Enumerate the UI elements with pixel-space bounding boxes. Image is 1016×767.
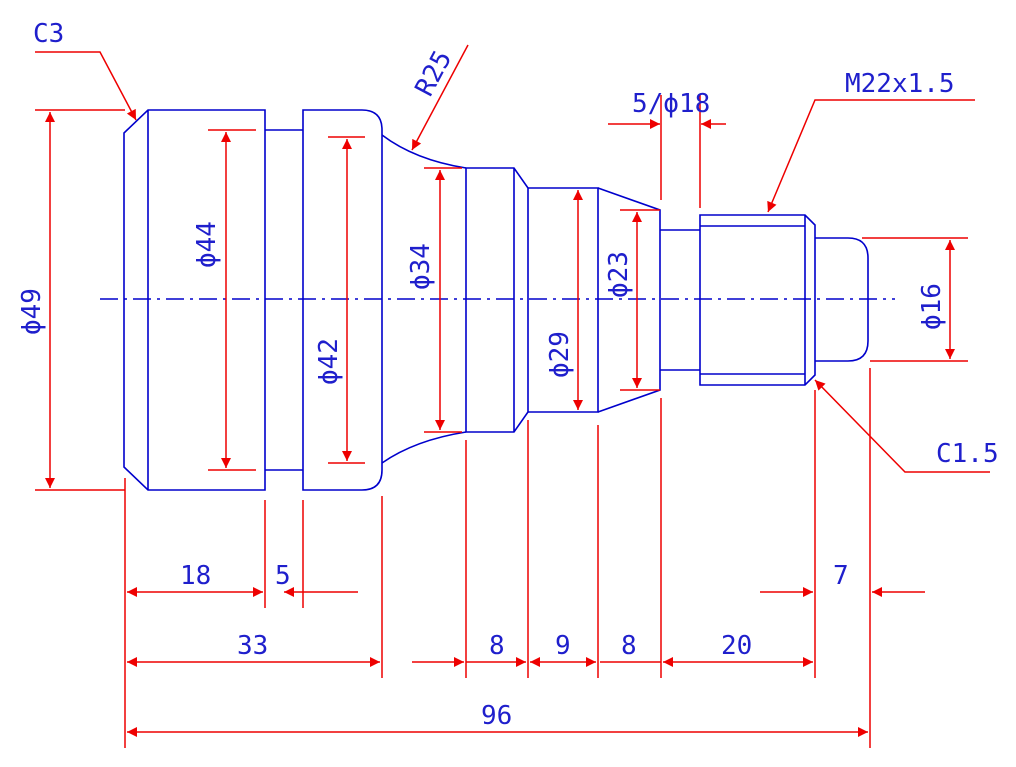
length-label-9: 9 xyxy=(555,631,571,661)
diameter-label-23: ϕ23 xyxy=(604,251,634,298)
chamfer-label-c3: C3 xyxy=(33,19,64,49)
length-label-7: 7 xyxy=(833,561,849,591)
section-dia-42 xyxy=(302,109,383,491)
section-dia-49 xyxy=(123,109,266,491)
groove-5 xyxy=(265,129,303,471)
length-label-96: 96 xyxy=(481,701,512,731)
diameter-label-44: ϕ44 xyxy=(192,221,222,268)
diameter-label-16: ϕ16 xyxy=(917,283,947,330)
section-dia-29 xyxy=(528,187,599,413)
radius-arc xyxy=(381,134,467,464)
thread-label: M22x1.5 xyxy=(845,69,955,99)
taper-section xyxy=(597,187,661,413)
radius-label: R25 xyxy=(410,46,459,102)
length-label-20: 20 xyxy=(721,631,752,661)
length-label-5: 5 xyxy=(275,561,291,591)
diameter-label-42: ϕ42 xyxy=(314,338,344,385)
diameter-label-34: ϕ34 xyxy=(406,243,436,290)
length-label-8a: 8 xyxy=(489,631,505,661)
section-dia-34 xyxy=(465,167,529,433)
end-section-dia-16 xyxy=(815,237,869,362)
length-label-18: 18 xyxy=(180,561,211,591)
length-label-33: 33 xyxy=(237,631,268,661)
undercut-dia-18 xyxy=(660,229,700,371)
dimension-labels: C3 R25 5/ϕ18 M22x1.5 C1.5 ϕ49 ϕ44 ϕ42 ϕ3… xyxy=(17,19,999,731)
part-outline xyxy=(100,109,895,491)
diameter-label-29: ϕ29 xyxy=(545,331,575,378)
length-label-8b: 8 xyxy=(621,631,637,661)
chamfer-label-c1-5: C1.5 xyxy=(936,439,999,469)
dimension-lines xyxy=(35,44,990,748)
groove-label: 5/ϕ18 xyxy=(632,89,710,119)
diameter-label-49: ϕ49 xyxy=(17,288,47,335)
thread-section xyxy=(699,214,816,386)
